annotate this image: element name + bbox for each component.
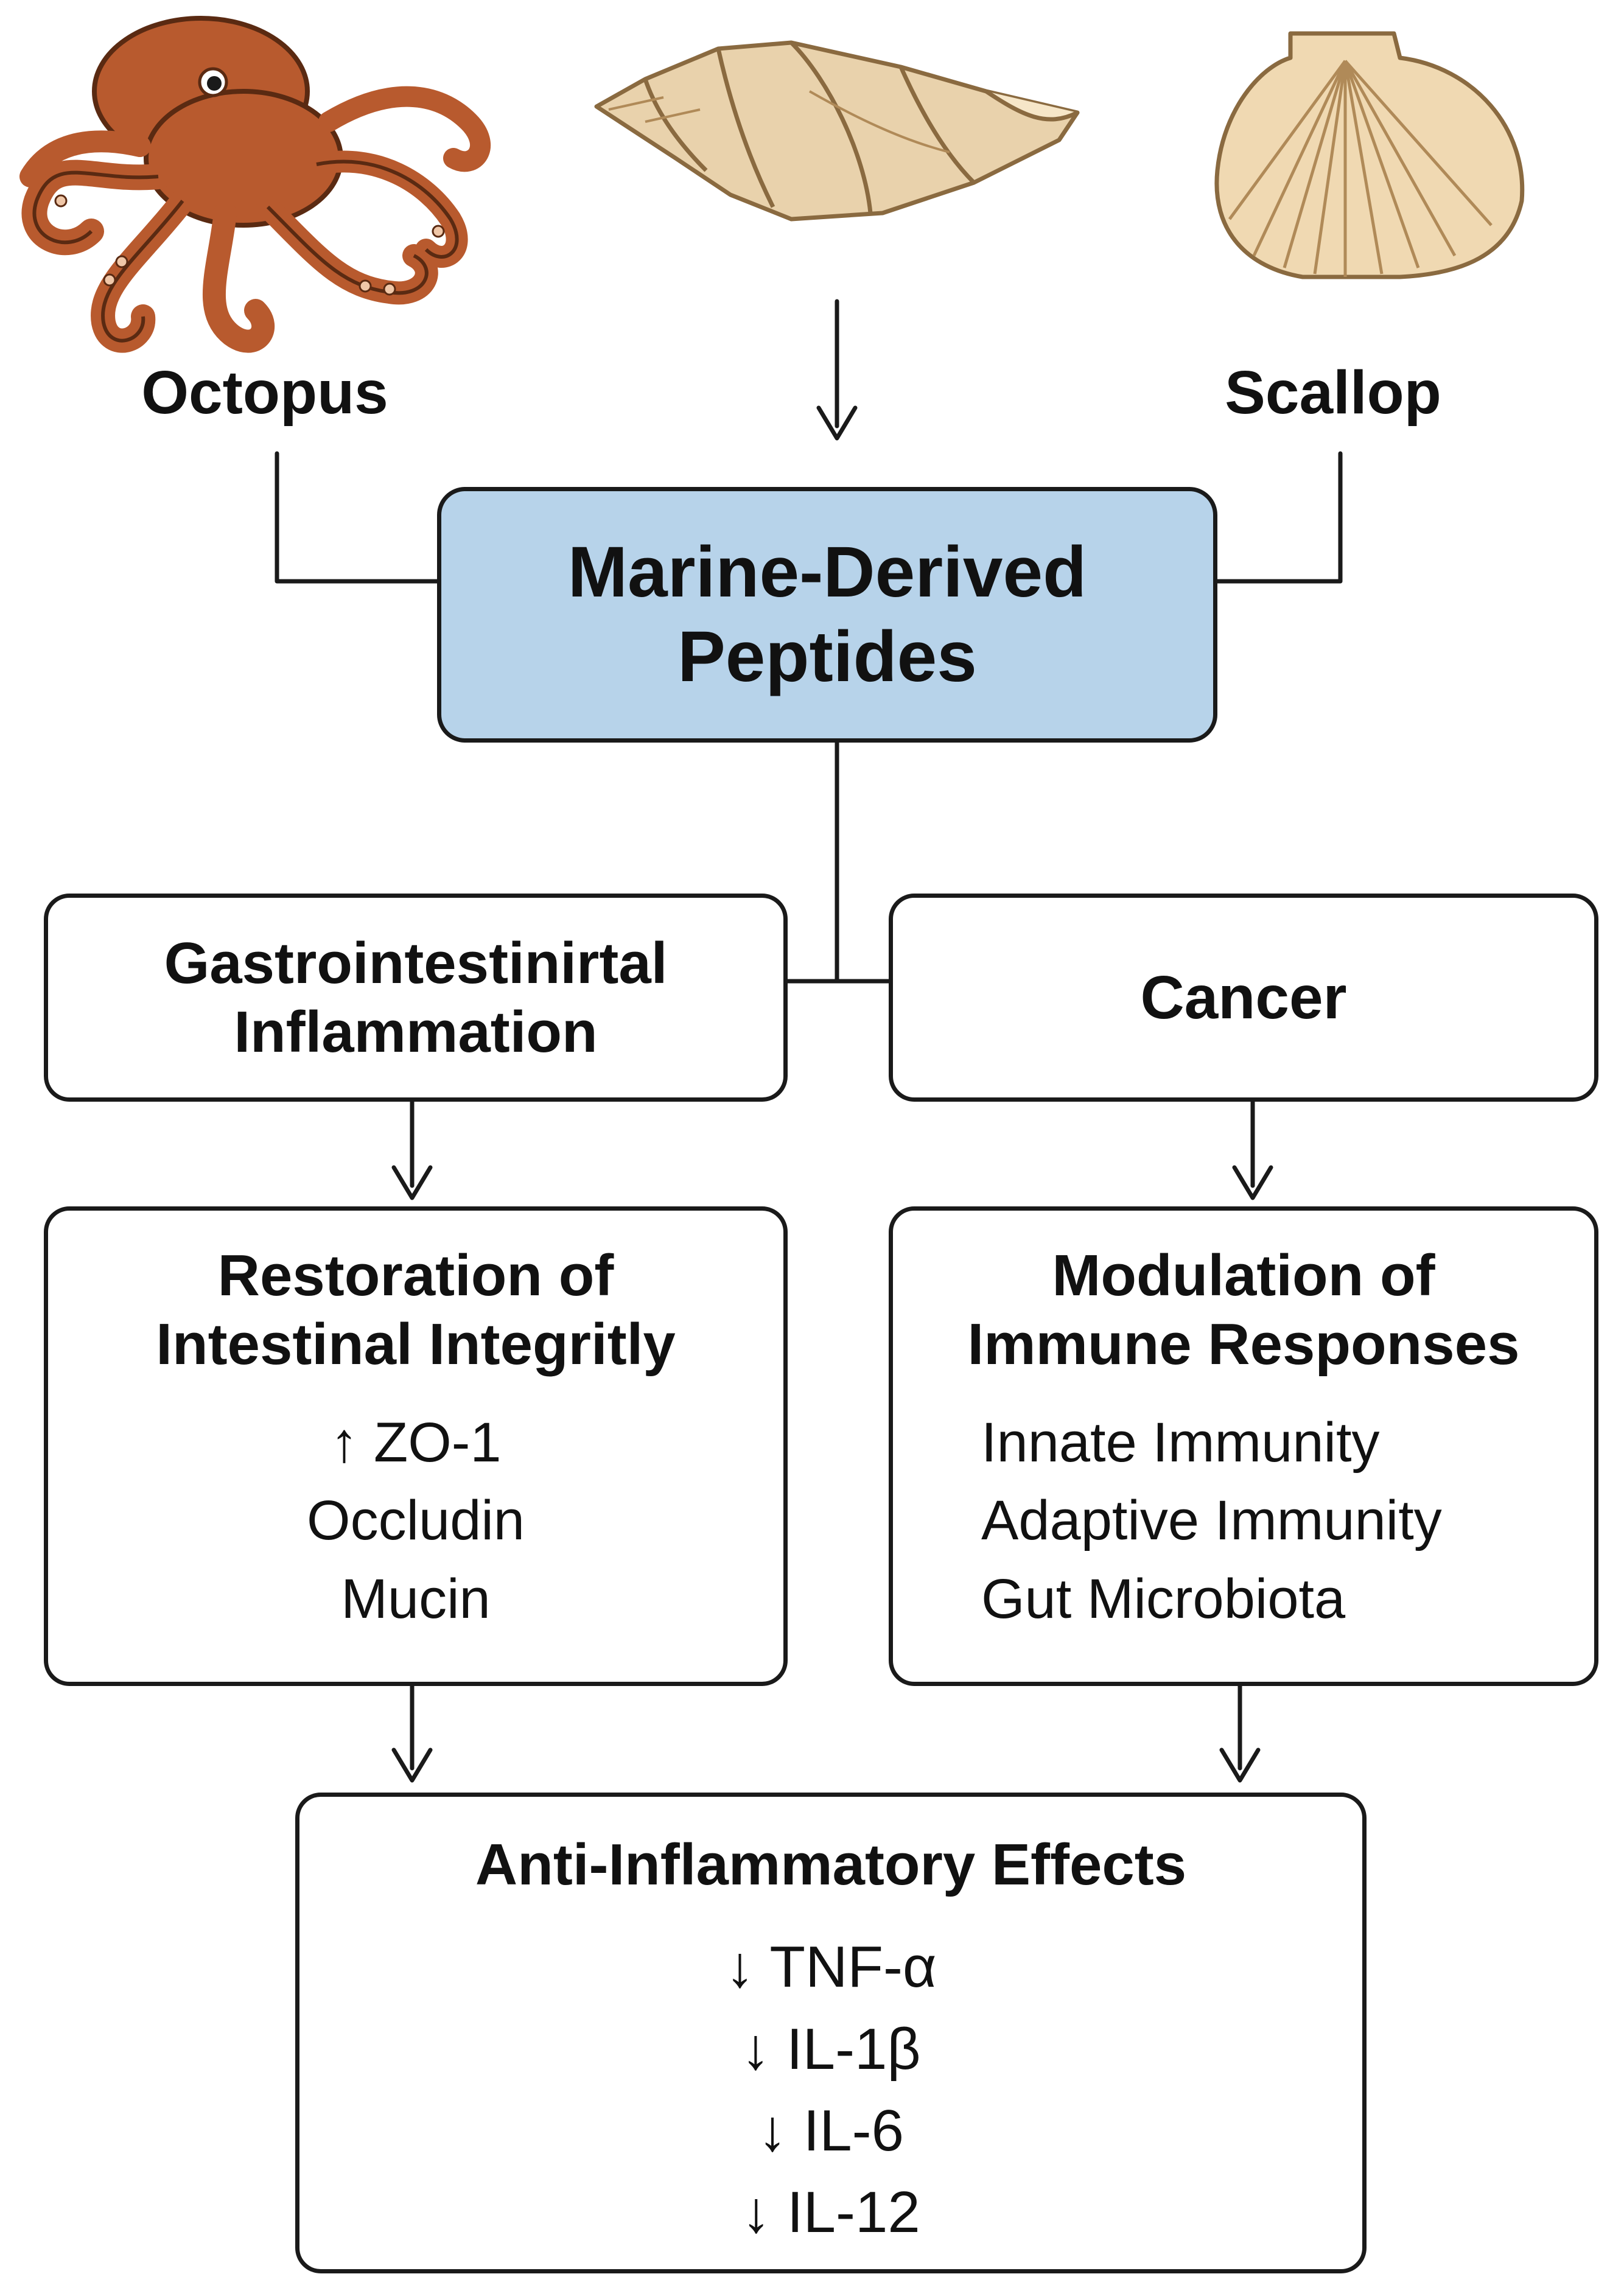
modulation-item: Gut Microbiota	[981, 1568, 1346, 1631]
anti-inflammatory-effects-box: Anti-Inflammatory Effects ↓ TNF-α ↓ IL-1…	[295, 1793, 1367, 2273]
source-label-octopus: Octopus	[141, 359, 388, 427]
connector-octopus	[275, 451, 441, 584]
source-label-scallop: Scallop	[1225, 359, 1441, 427]
restoration-title-line2: Intestinal Integritly	[156, 1312, 676, 1377]
restoration-title-line1: Restoration of	[217, 1243, 614, 1308]
effects-item: ↓ TNF-α	[725, 1934, 937, 2000]
center-title-line2: Peptides	[677, 617, 977, 697]
effects-item: ↓ IL-1β	[741, 2016, 921, 2082]
modulation-item: Adaptive Immunity	[981, 1489, 1442, 1552]
modulation-box: Modulation of Immune Responses Innate Im…	[889, 1206, 1598, 1686]
effects-item: ↓ IL-6	[757, 2098, 905, 2164]
restoration-item: Occludin	[307, 1489, 525, 1552]
marine-derived-peptides-box: Marine-Derived Peptides	[437, 487, 1217, 743]
cancer-title: Cancer	[1140, 964, 1347, 1032]
cancer-box: Cancer	[889, 894, 1598, 1102]
modulation-item: Innate Immunity	[981, 1411, 1380, 1474]
arrow-head	[816, 405, 858, 441]
modulation-title-line1: Modulation of	[1052, 1243, 1435, 1308]
gi-inflammation-box: Gastrointestinirtal Inflammation	[44, 894, 788, 1102]
effects-item: ↓ IL-12	[741, 2180, 920, 2245]
restoration-box: Restoration of Intestinal Integritly ↑ Z…	[44, 1206, 788, 1686]
restoration-item: ↑ ZO-1	[330, 1411, 502, 1474]
center-title-line1: Marine-Derived	[567, 531, 1087, 612]
gi-title-line2: Inflammation	[234, 999, 598, 1065]
modulation-title-line2: Immune Responses	[967, 1312, 1520, 1377]
effects-title: Anti-Inflammatory Effects	[475, 1832, 1187, 1897]
gi-title-line1: Gastrointestinirtal	[164, 930, 668, 996]
connector-scallop	[1213, 451, 1343, 584]
restoration-item: Mucin	[341, 1568, 491, 1631]
